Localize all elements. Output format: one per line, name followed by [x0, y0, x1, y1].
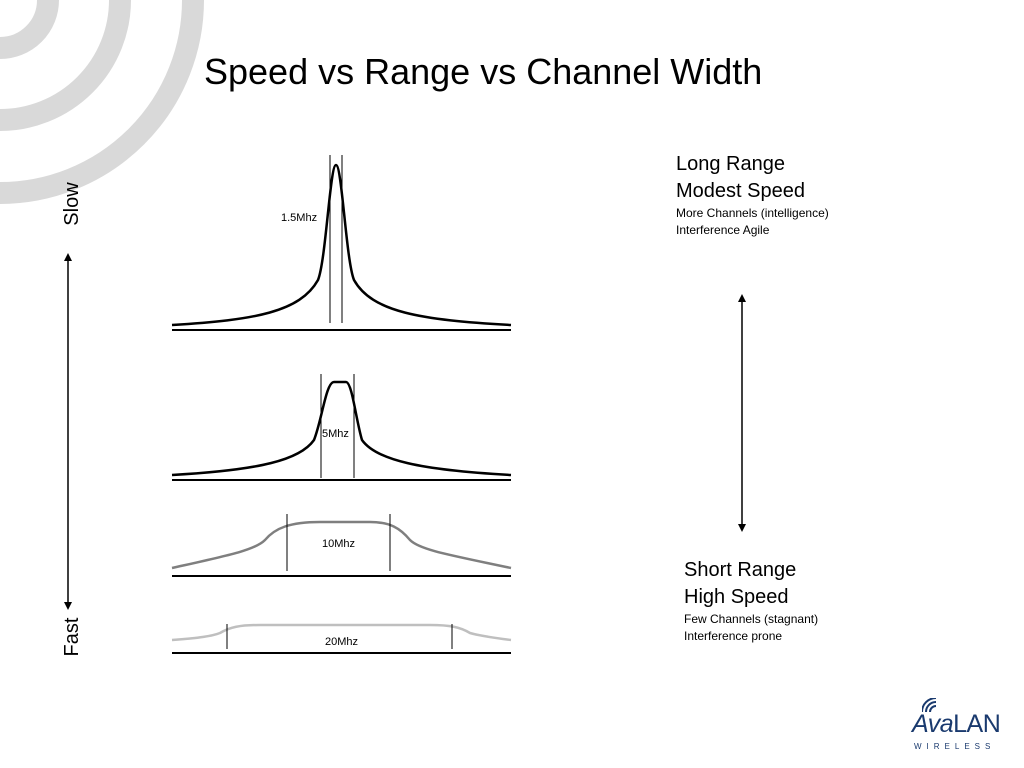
slide-title: Speed vs Range vs Channel Width [204, 51, 763, 92]
logo-subtitle: WIRELESS [914, 742, 996, 751]
channel-label-10mhz: 10Mhz [322, 538, 356, 550]
channel-label-1-5mhz: 1.5Mhz [281, 212, 318, 224]
more-channels-text: More Channels (intelligence) [676, 206, 829, 220]
modest-speed-heading: Modest Speed [676, 180, 805, 202]
channel-label-20mhz: 20Mhz [325, 636, 359, 648]
channel-curve-5mhz [171, 374, 512, 481]
channel-curve-10mhz [171, 514, 512, 577]
channel-label-5mhz: 5Mhz [322, 428, 349, 440]
avalan-logo: AvaLAN WIRELESS [910, 698, 1010, 754]
interference-agile-text: Interference Agile [676, 223, 770, 237]
interference-prone-text: Interference prone [684, 629, 783, 643]
logo-wordmark: AvaLAN [912, 710, 1001, 738]
logo-word-part1: Ava [912, 710, 954, 738]
logo-word-part2: LAN [953, 710, 1001, 738]
wireless-waves-icon [922, 698, 937, 713]
short-range-heading: Short Range [684, 559, 797, 581]
short-range-info: Short Range High Speed Few Channels (sta… [684, 557, 818, 645]
long-range-info: Long Range Modest Speed More Channels (i… [676, 151, 829, 239]
decorative-signal-arcs [0, 0, 204, 204]
channel-curve-20mhz [171, 623, 512, 654]
long-range-heading: Long Range [676, 153, 785, 175]
channel-curve-1-5mhz [171, 155, 512, 331]
few-channels-text: Few Channels (stagnant) [684, 612, 819, 626]
high-speed-heading: High Speed [684, 586, 789, 608]
